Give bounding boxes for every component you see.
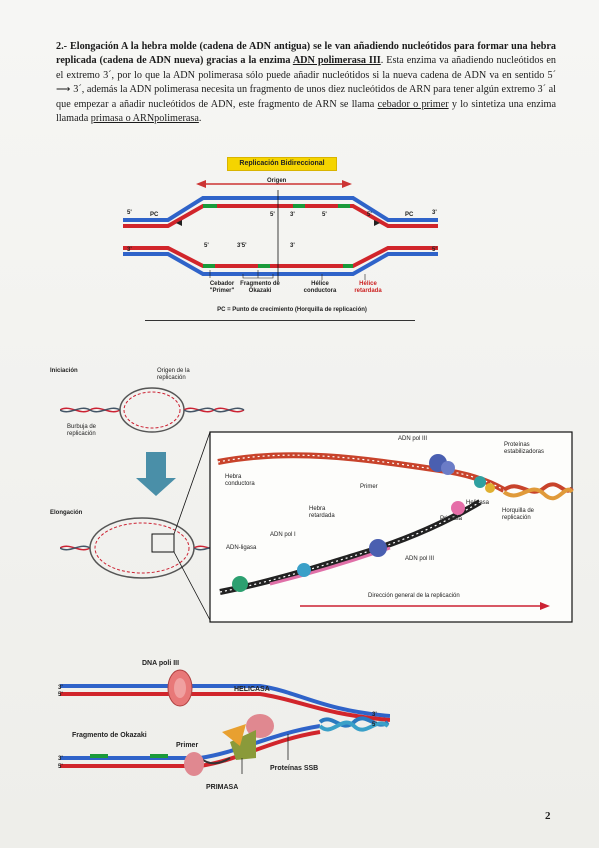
helicasa-blob [474,476,486,488]
pol1-blob [297,563,311,577]
origin-arrow-right [342,180,352,188]
pol3-bottom-blob [369,539,387,557]
ssb-label: Proteínas SSB [270,765,319,772]
pol3-top-label: ADN pol III [398,436,428,442]
new-strand-top [123,204,438,228]
ligasa-label: ADN-ligasa [226,545,257,551]
pc-left-label: PC [150,212,159,218]
label-5-right: 5' [432,247,437,253]
primer-3 [338,204,350,208]
process-arrow [136,452,176,496]
figure1-title: Replicación Bidireccional [227,157,337,171]
dna-pol-label: DNA poli III [142,660,180,667]
hebra-conductora-label: Hebra conductora [225,474,255,487]
leading-strand-label: Hélice conductora [303,281,337,294]
primer-4 [203,264,215,268]
primasa-term: primasa o ARNpolimerasa [90,113,199,125]
label-53-top: 5' [322,212,327,218]
label-35-bot: 3'5' [237,243,247,249]
origin-label: Origen [267,178,287,184]
label-5-left: 5' [127,210,132,216]
primasa-label: Primasa [440,516,463,522]
horquilla-label: Horquilla de replicación [502,508,535,521]
origin-arrow-left [196,180,206,188]
primasa-blob-fig3 [230,730,256,760]
figure1-caption: PC = Punto de crecimiento (Horquilla de … [217,307,367,313]
okazaki-label: Fragmento de Okazaki [240,281,280,294]
proteinas-label: Proteínas estabilizadoras [504,442,545,455]
fig3-3-right: 3' [372,712,377,718]
bidirectional-replication-diagram [123,180,438,282]
ligasa-blob [232,576,248,592]
primer-term: cebador o primer [377,98,449,110]
pol3-bottom-label: ADN pol III [405,556,435,562]
elongation-paragraph: 2.- Elongación A la hebra molde (cadena … [56,40,556,126]
zoom-box [151,533,175,553]
hebra-retardada-label: Hebra retardada [309,506,335,519]
helicasa-label-fig3: HELICASA [234,686,270,693]
pol1-label: ADN pol I [270,532,296,538]
fig3-3-bot: 3' [58,756,63,762]
direction-arrow: ⟶ [56,84,71,96]
label-5-top-r: 5' [367,212,372,218]
fig3-5-bot: 5' [58,764,63,770]
primer-1 [203,204,217,208]
fig3-5-top: 5' [58,692,63,698]
origen-label: Origen de la replicación [157,368,190,381]
direccion-label: Dirección general de la replicación [368,593,460,599]
primer-5 [258,264,270,268]
parental-strand-top [123,196,438,222]
fig3-3-top: 3' [58,685,63,691]
page-number: 2 [545,810,551,822]
paragraph-part-3: 3´, además la ADN polimerasa necesita un… [56,84,556,110]
primer-label: Cebador "Primer" [209,281,235,294]
helicasa-label: Helicasa [466,500,490,506]
paragraph-part-4: y lo sintetiza una enzima llamada [56,98,556,125]
pc-right-label: PC [405,212,414,218]
primer-label-2: Primer [360,484,378,490]
bubble-elongation [89,517,195,579]
paragraph-part-1: 2.- Elongación A la hebra molde (cadena … [56,41,556,67]
primer-label-fig3: Primer [176,742,199,749]
label-3-right: 3' [432,210,437,216]
elongacion-label: Elongación [50,510,83,516]
label-5-top-mid: 5' [270,212,275,218]
enzyme-name: ADN polimerasa III [292,55,381,67]
primer-6 [343,264,353,268]
divider-line [145,320,415,321]
label-5-bot: 5' [204,243,209,249]
primasa-label-fig3: PRIMASA [206,784,239,791]
label-3-bot: 3' [290,243,295,249]
paragraph-part-5: . [198,113,202,125]
burbuja-label: Burbuja de replicación [67,424,97,437]
replication-bubble-diagram [60,387,574,623]
iniciacion-label: Iniciación [50,368,78,374]
label-3-left: 3' [127,247,132,253]
primasa-blob [451,501,465,515]
lagging-strand-label: Hélice retardada [354,281,382,294]
replication-fork-diagram [60,669,390,776]
okazaki-label-fig3: Fragmento de Okazaki [72,732,147,739]
fig3-5-right: 5' [372,722,377,728]
label-3-top-mid: 3' [290,212,295,218]
primer-2 [293,204,305,208]
paragraph-part-2: . Esta enzima va añadiendo nucleótidos e… [56,55,556,81]
bubble-initiation [119,387,185,433]
